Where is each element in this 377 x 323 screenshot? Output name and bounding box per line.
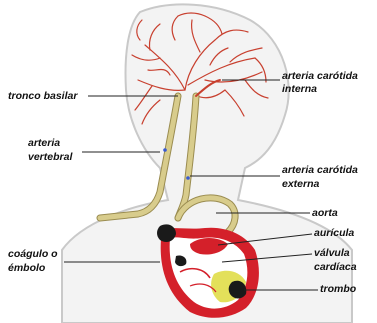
label-arteria-vertebral-line2: vertebral bbox=[28, 151, 72, 163]
label-auricula: aurícula bbox=[314, 227, 354, 239]
label-arteria-carotida-interna-line1: arteria carótida bbox=[282, 70, 358, 82]
label-arteria-carotida-externa-line2: externa bbox=[282, 178, 319, 190]
label-arteria-vertebral-line1: arteria bbox=[28, 137, 60, 149]
label-tronco-basilar: tronco basilar bbox=[8, 90, 77, 102]
label-coagulo-line2: émbolo bbox=[8, 262, 45, 274]
label-coagulo-line1: coágulo o bbox=[8, 248, 58, 260]
label-aorta: aorta bbox=[312, 207, 338, 219]
label-trombo: trombo bbox=[320, 283, 356, 295]
label-arteria-carotida-externa-line1: arteria carótida bbox=[282, 164, 358, 176]
label-cardiaca: cardíaca bbox=[314, 261, 357, 273]
label-arteria-carotida-interna-line2: interna bbox=[282, 83, 317, 95]
label-valvula: válvula bbox=[314, 247, 350, 259]
